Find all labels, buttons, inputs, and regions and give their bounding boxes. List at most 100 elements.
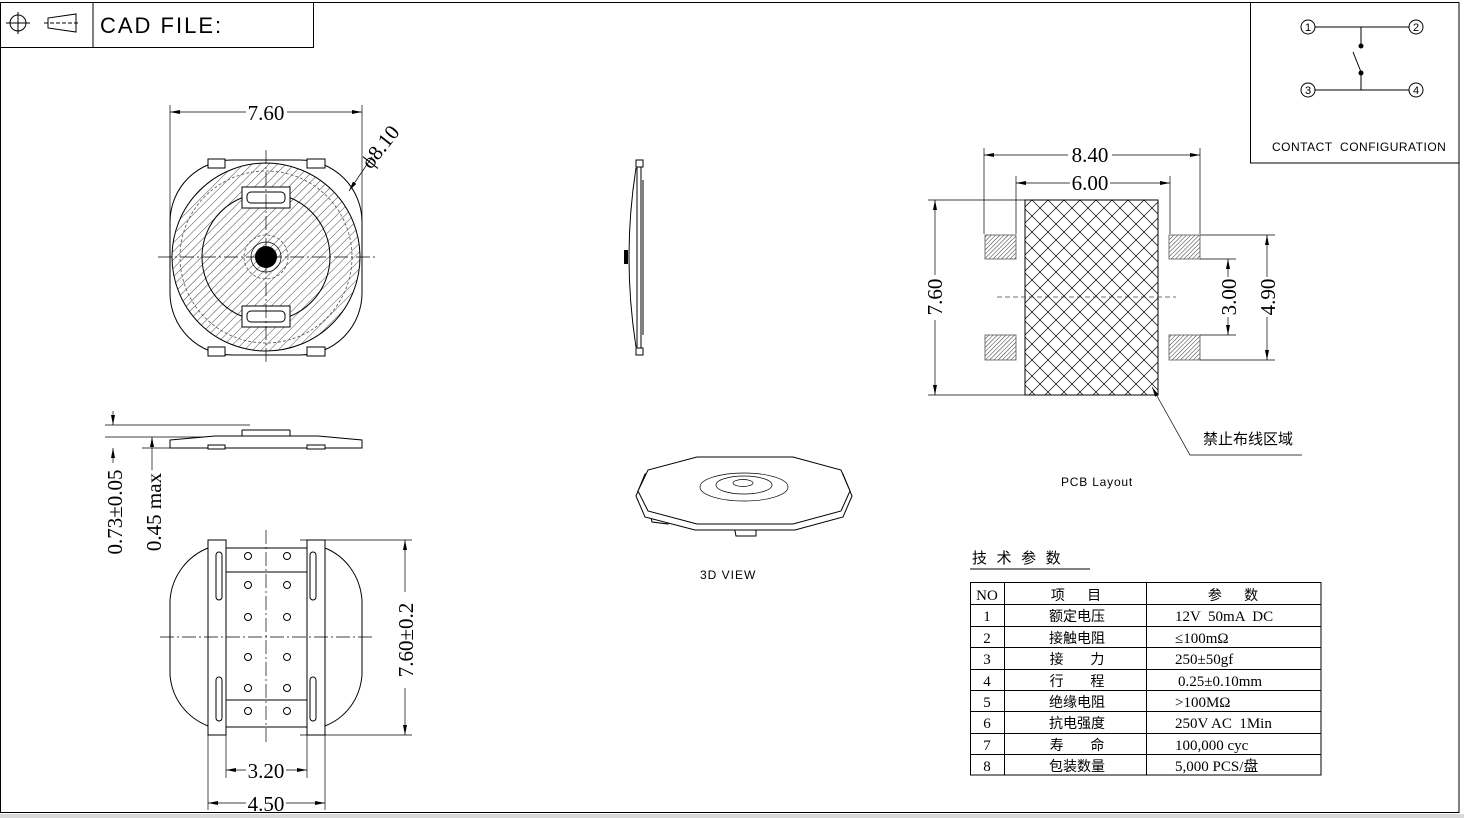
pin-2-label: 2 (1413, 22, 1419, 34)
bottom-outline-right (324, 547, 363, 727)
pcb-overall-width-dim: 8.40 (1072, 143, 1109, 167)
bottom-length-dim: 7.60±0.2 (394, 603, 418, 678)
bottom-dot (283, 581, 291, 589)
spec-header-value: 参 数 (1208, 587, 1258, 604)
tab-bottom-left (207, 346, 226, 357)
pcb-keepout-area (1024, 199, 1159, 396)
bottom-outer-width-dim: 4.50 (248, 792, 285, 816)
side-tab-left (207, 444, 226, 450)
side-max-dim: 0.45 max (142, 472, 166, 551)
bottom-dot (244, 552, 252, 560)
pcb-pad-span-dim: 4.90 (1256, 279, 1280, 316)
title-block: CAD FILE: (0, 2, 314, 48)
cad-file-label: CAD FILE: (100, 13, 223, 38)
pcb-pad-bottom-right (1168, 334, 1201, 361)
spec-row-item: 绝缘电阻 (1049, 695, 1105, 711)
bottom-dot (283, 707, 291, 715)
tab-bottom-right (306, 346, 326, 357)
switch-blade (1352, 51, 1362, 73)
spec-row-value: 250V AC 1Min (1175, 716, 1272, 732)
spec-row-no: 8 (983, 759, 991, 775)
bottom-inner-width-dim: 3.20 (248, 759, 285, 783)
tab-top-right (306, 158, 326, 169)
pcb-pad-bottom-left (984, 334, 1017, 361)
pcb-pad-top-right (1168, 234, 1201, 260)
center-dashed-ring (243, 234, 289, 280)
projection-symbol-icon (44, 13, 80, 33)
slot-left-bottom (215, 676, 223, 722)
spec-row-item: 包装数量 (1049, 759, 1105, 775)
tab-top-left (207, 158, 226, 169)
diameter-leader (348, 156, 373, 192)
spec-row-no: 7 (983, 738, 991, 754)
spec-row-value: 250±50gf (1175, 652, 1233, 668)
spec-row-item: 行 程 (1050, 674, 1105, 690)
bottom-dot (244, 707, 252, 715)
crosshair-icon (6, 12, 30, 34)
spec-row-item: 接触电阻 (1049, 630, 1105, 647)
title-block-box (0, 2, 314, 48)
3d-dome-ring-2 (715, 475, 773, 495)
top-view-diameter-dim: ϕ8.10 (356, 121, 404, 173)
slot-right-bottom (309, 676, 317, 722)
pcb-height-dim: 7.60 (923, 279, 947, 316)
pin-1-label: 1 (1305, 22, 1311, 34)
switch-upper-dot (1358, 43, 1364, 49)
3d-dome-ring-1 (699, 472, 789, 502)
bottom-outline-left (169, 547, 209, 727)
spec-row-value: 5,000 PCS/盘 (1175, 757, 1258, 775)
pcb-pad-top-left (984, 234, 1017, 260)
bottom-dot (283, 613, 291, 621)
bottom-dot (244, 684, 252, 692)
keepout-note: 禁止布线区域 (1203, 430, 1293, 448)
bottom-dot (283, 653, 291, 661)
profile-tab-top (635, 159, 644, 168)
slot-right-top (309, 551, 317, 601)
bottom-dot (244, 581, 252, 589)
keepout-leader (1151, 386, 1302, 456)
bottom-status-strip (0, 814, 1464, 818)
pin-3-label: 3 (1305, 85, 1311, 97)
3d-body-top (637, 456, 851, 525)
spec-row-item: 抗电强度 (1049, 716, 1105, 732)
spec-row-no: 3 (983, 652, 991, 668)
spec-row-no: 5 (983, 695, 991, 711)
bottom-view: 7.60±0.2 3.20 4.50 (160, 530, 418, 816)
profile-actuator (624, 250, 628, 264)
pcb-pad-pitch-dim: 3.00 (1217, 279, 1241, 316)
spec-row-value: 12V 50mA DC (1175, 609, 1273, 625)
spec-header-no: NO (976, 588, 998, 604)
pcb-inner-width-dim: 6.00 (1072, 171, 1109, 195)
bottom-dot (244, 613, 252, 621)
contact-config-box (1250, 2, 1460, 164)
spec-row-value: 0.25±0.10mm (1178, 674, 1262, 690)
spec-row-no: 2 (983, 631, 991, 647)
profile-tab-bottom (635, 347, 644, 356)
spec-row-value: 100,000 cyc (1175, 738, 1249, 754)
spec-row-item: 额定电压 (1049, 609, 1105, 625)
pin-4-label: 4 (1413, 85, 1419, 97)
projection-cone (47, 13, 77, 33)
3d-view-label: 3D VIEW (700, 568, 756, 582)
profile-dome (628, 167, 637, 348)
pcb-layout-label: PCB Layout (1061, 475, 1133, 489)
top-view: 7.60 ϕ8.10 (158, 101, 404, 365)
spec-row-no: 6 (983, 716, 991, 732)
slot-left-top (215, 551, 223, 601)
pcb-layout: 8.40 6.00 7.60 3.00 4.90 禁止布线区域 PCB Layo… (923, 143, 1302, 489)
bottom-strip-left (207, 539, 227, 736)
bottom-dot (244, 653, 252, 661)
spec-row-item: 寿 命 (1050, 737, 1105, 754)
side-profile-view (624, 159, 644, 356)
3d-view: 3D VIEW (635, 456, 853, 582)
side-view: 0.73±0.05 0.45 max (103, 411, 363, 555)
contact-config-label: CONTACT CONFIGURATION (1272, 140, 1446, 154)
spec-table-title: 技 术 参 数 (972, 549, 1061, 567)
bottom-dot (283, 552, 291, 560)
3d-dome-center (732, 479, 754, 487)
spec-table-border (970, 582, 1322, 776)
side-thickness-dim: 0.73±0.05 (103, 469, 127, 554)
